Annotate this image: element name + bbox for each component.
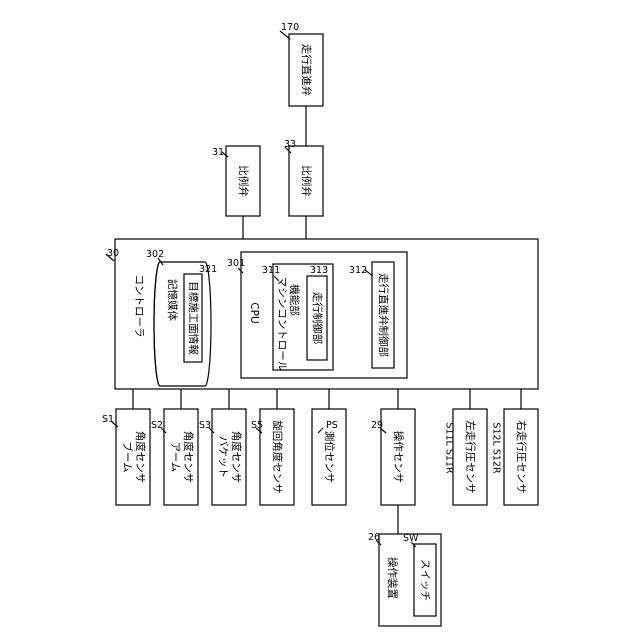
positioning-sensor-ref: PS xyxy=(326,420,338,431)
operation-device-label: 操作装置 xyxy=(386,557,399,599)
boom-angle-sensor-line2: 角度センサ xyxy=(134,431,147,484)
proportional-valve-33-label: 比例弁 xyxy=(300,165,313,197)
machine-control-function: 311 マシンコントロール 機能部 走行制御部 313 xyxy=(262,264,333,371)
operation-sensor-label: 操作センサ xyxy=(392,431,405,484)
machine-control-label-line2: 機能部 xyxy=(288,284,301,316)
travel-control-label: 走行制御部 xyxy=(311,292,324,345)
bucket-angle-sensor-ref: S3 xyxy=(199,420,211,431)
controller-ref: 30 xyxy=(107,248,119,259)
machine-control-label-line1: マシンコントロール xyxy=(276,277,288,372)
travel-straight-valve-label: 走行直進弁 xyxy=(300,44,313,97)
right-travel-pressure-sensor-ref: S12L S12R xyxy=(491,422,502,474)
storage-ref: 302 xyxy=(146,249,164,260)
operation-device: 操作装置 26 スイッチ SW xyxy=(368,532,441,626)
storage-medium: 302 記憶媒体 目標施工面情報 321 xyxy=(146,249,217,386)
positioning-sensor-label: 測位センサ xyxy=(323,431,336,484)
boom-angle-sensor-ref: S1 xyxy=(102,414,114,425)
sensor-row: ブーム 角度センサ S1 アーム 角度センサ S2 バケット 角度センサ S3 … xyxy=(102,389,538,505)
left-travel-pressure-sensor-label: 左走行圧センサ xyxy=(464,420,477,494)
arm-angle-sensor-line2: 角度センサ xyxy=(182,431,195,484)
cpu-block: 301 CPU 311 マシンコントロール 機能部 走行制御部 313 走行直進… xyxy=(227,252,407,378)
proportional-valve-33: 比例弁 33 xyxy=(284,139,323,216)
cpu-ref: 301 xyxy=(227,258,245,269)
boom-angle-sensor-line1: ブーム xyxy=(121,441,134,472)
controller-label: コントローラ xyxy=(133,275,145,338)
travel-straight-valve: 走行直進弁 170 xyxy=(280,22,323,106)
bucket-angle-sensor-line1: バケット xyxy=(217,436,229,478)
storage-label: 記憶媒体 xyxy=(166,279,179,321)
proportional-valve-31: 比例弁 31 xyxy=(212,146,260,216)
valve-control-ref: 312 xyxy=(349,265,367,276)
right-travel-pressure-sensor-label: 右走行圧センサ xyxy=(515,420,528,494)
swing-angle-sensor-label: 旋回角度センサ xyxy=(271,420,284,494)
proportional-valve-31-label: 比例弁 xyxy=(237,165,250,197)
cpu-label: CPU xyxy=(248,302,260,323)
controller: 30 コントローラ 302 記憶媒体 目標施工面情報 321 301 CPU 3… xyxy=(106,239,538,389)
arm-angle-sensor-ref: S2 xyxy=(151,420,163,431)
bucket-angle-sensor-line2: 角度センサ xyxy=(230,431,243,484)
target-surface-info-label: 目標施工面情報 xyxy=(187,281,200,355)
switch-label: スイッチ xyxy=(419,559,431,601)
valve-control-label: 走行直進弁制御部 xyxy=(377,273,390,357)
arm-angle-sensor-line1: アーム xyxy=(169,442,181,473)
travel-control-ref: 313 xyxy=(310,265,328,276)
operation-device-ref: 26 xyxy=(368,532,380,543)
target-surface-info-ref: 321 xyxy=(199,264,217,275)
travel-straight-valve-ref: 170 xyxy=(281,22,299,33)
left-travel-pressure-sensor-ref: S11L S11R xyxy=(444,422,455,474)
machine-control-ref: 311 xyxy=(262,265,280,276)
